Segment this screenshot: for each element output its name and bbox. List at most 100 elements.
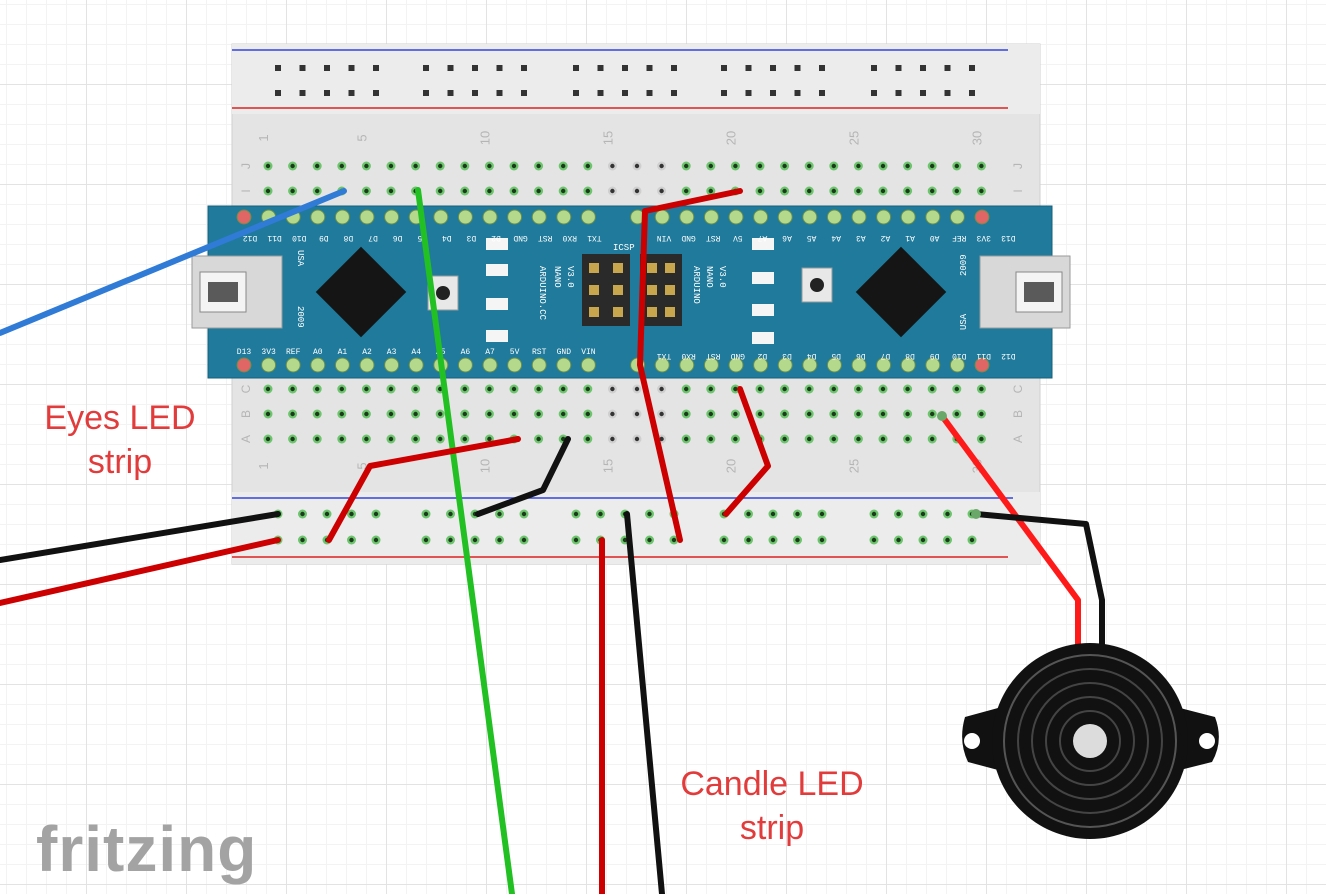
rail-hole [646,65,653,71]
header-pin [482,209,498,225]
terminal-hole-center [684,188,689,194]
pin-label: D8 [343,233,353,242]
row-letter: A [239,435,253,443]
header-pin [703,209,719,225]
terminal-hole-center [462,436,467,442]
pin-label: D11 [976,351,991,360]
pin-label: GND [730,351,745,360]
terminal-hole-center [831,188,836,194]
l-led [486,330,508,342]
rail-hole-center [423,511,429,517]
pin-label: A0 [313,348,323,357]
column-number: 20 [723,459,738,473]
pin-label: D9 [319,233,329,242]
pin-label: A6 [782,233,792,242]
nano-header-pins [236,209,990,373]
header-pin [703,357,719,373]
header-pin [310,209,326,225]
rail-hole-center [969,537,975,543]
rail-hole-center [896,511,901,517]
header-pin [974,357,990,373]
rail-hole [447,65,454,71]
pin-label: A3 [387,348,397,357]
header-pin [876,357,892,373]
header-pin [900,209,916,225]
terminal-hole-center [930,386,935,392]
row-letter: J [1011,163,1025,169]
wire-red-5v-to-rail [637,188,743,543]
rail-hole-center [497,537,502,543]
header-pin [507,357,523,373]
pwr-led-right [752,272,774,284]
terminal-hole-center [831,386,836,392]
microcontroller-chip-right [855,246,947,338]
rail-hole [472,90,478,96]
rail-hole [745,90,752,96]
terminal-hole-center [536,436,541,442]
wire-black-eyes-gnd [0,511,281,563]
header-pin [359,209,375,225]
rail-hole [920,90,926,96]
terminal-hole-center [856,411,861,417]
board-text-right-3: V3.0 [717,266,727,288]
column-number: 10 [477,459,492,473]
terminal-hole-center [339,386,344,392]
terminal-hole-center [659,411,664,417]
header-pin [236,357,252,373]
icsp-pin [647,285,657,295]
pin-label: D13 [237,348,252,357]
candle-led-strip-label: Candle LED strip [662,762,882,850]
terminal-hole-center [905,436,910,442]
rail-hole [819,90,825,96]
pin-label: GND [681,233,696,242]
terminal-hole-center [634,163,640,169]
terminal-hole-center [265,188,271,194]
rail-hole [324,65,330,71]
rail-hole [745,65,752,71]
tx-led-right [752,332,774,344]
terminal-hole-center [487,163,492,169]
year-label-left: 2009 [295,306,305,328]
breadboard-holes [263,65,986,545]
terminal-hole-center [561,386,566,392]
usb-port-right [979,255,1071,329]
terminal-hole-center [388,386,394,392]
column-number: 5 [354,134,369,141]
rail-hole [819,65,825,71]
rail-hole [299,90,306,96]
terminal-hole-center [880,188,886,194]
column-number: 15 [600,131,615,145]
header-pin [925,209,941,225]
rail-hole-center [373,511,379,517]
rail-hole-center [819,537,825,543]
column-number: 30 [969,131,984,145]
rail-hole [770,65,776,71]
terminal-hole-center [708,411,713,417]
rail-hole [423,90,429,96]
column-number: 1 [256,134,271,141]
terminal-hole-center [462,386,467,392]
terminal-hole-center [585,163,590,169]
terminal-hole-center [880,436,886,442]
terminal-hole-center [364,386,369,392]
terminal-hole-center [585,386,590,392]
icsp-pin [665,263,675,273]
terminal-hole-center [659,163,664,169]
row-letter: I [1011,189,1025,192]
pin-label: D6 [856,351,866,360]
terminal-hole-center [831,411,836,417]
terminal-hole-center [511,163,517,169]
icsp-header-right [640,254,682,326]
pin-label: 5V [733,233,743,242]
terminal-hole-center [708,436,713,442]
rail-hole-center [945,537,950,543]
terminal-hole-center [610,436,615,442]
terminal-hole-center [979,163,984,169]
terminal-hole-center [265,411,271,417]
row-letter: B [1011,410,1025,418]
header-pin [654,357,670,373]
terminal-hole-center [413,386,418,392]
rail-hole-center [472,537,478,543]
header-pin [802,357,818,373]
